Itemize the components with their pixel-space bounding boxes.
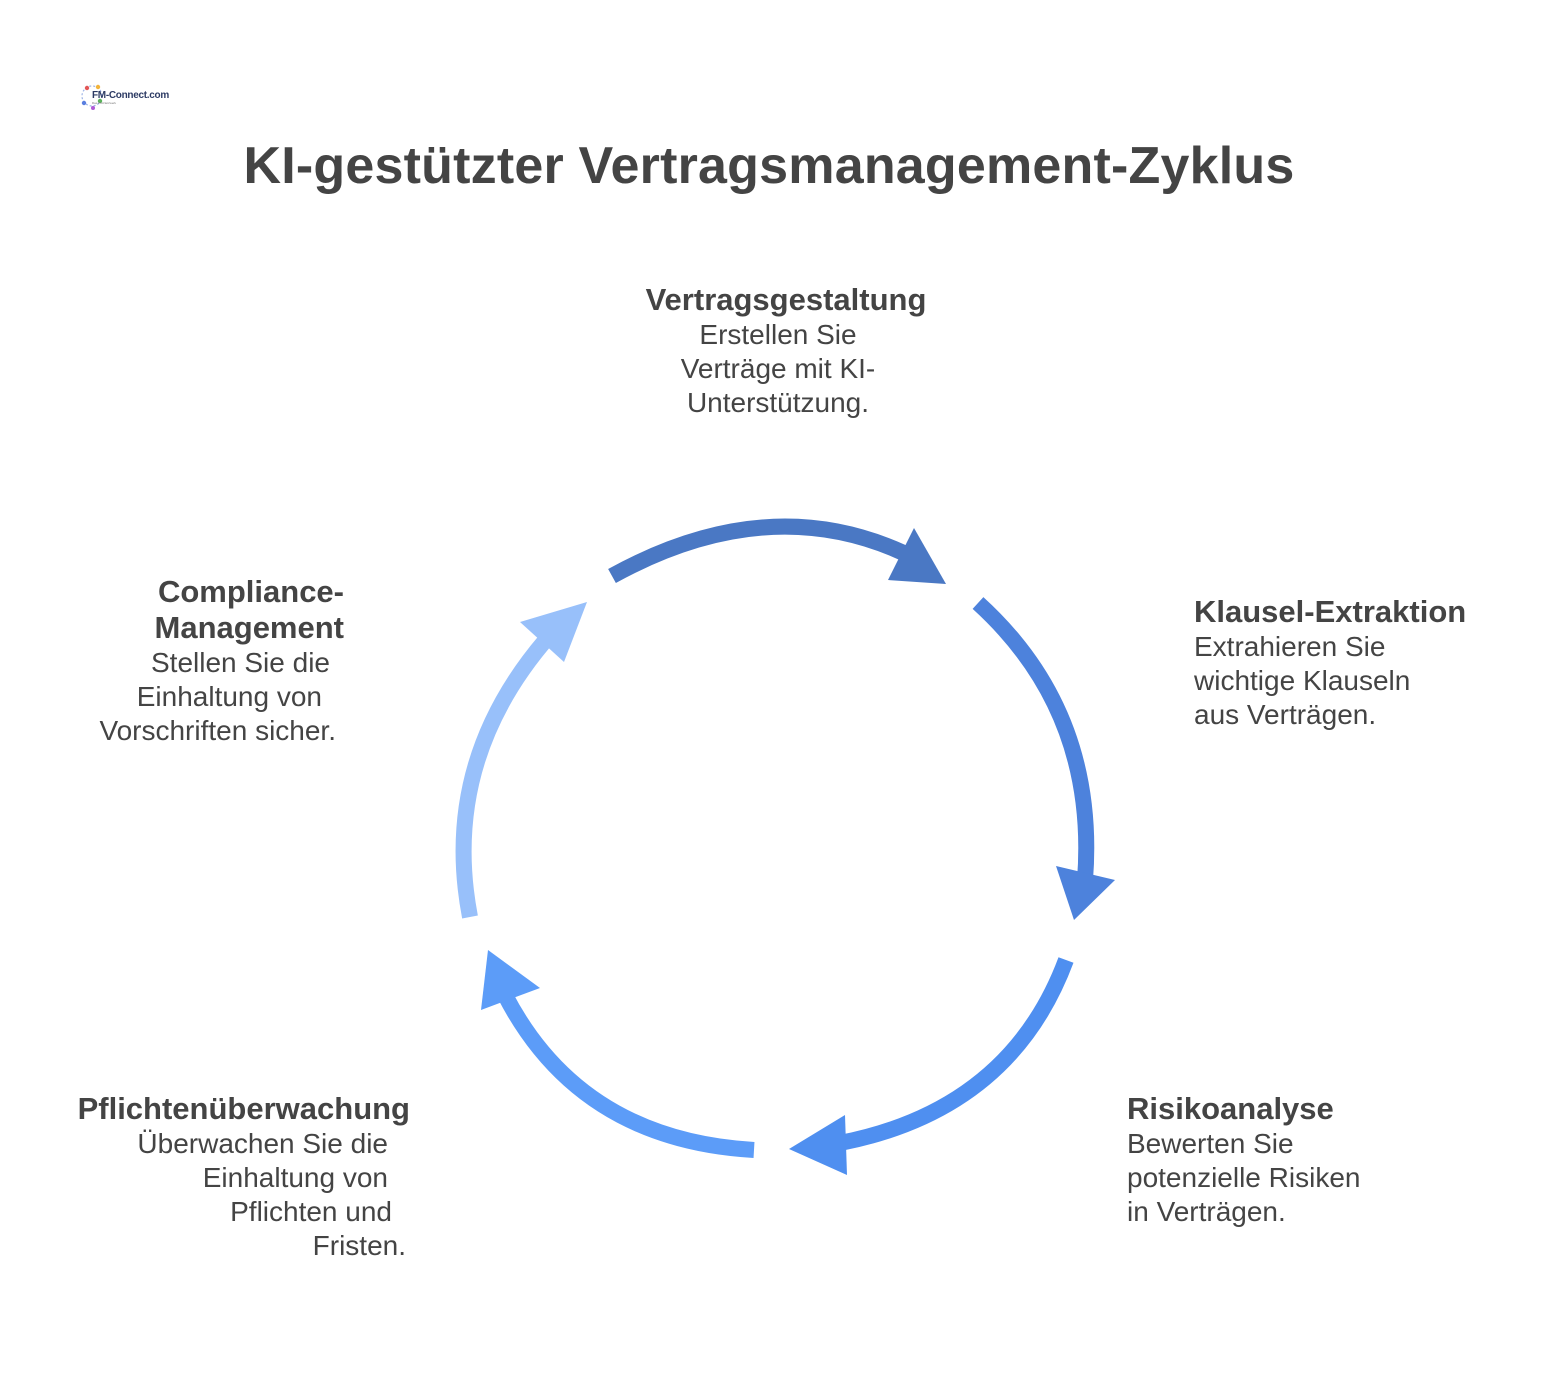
desc-line: Einhaltung von (202, 1162, 388, 1193)
desc-line: aus Verträgen. (1194, 699, 1377, 730)
step-pflichtenueberwachung: Pflichtenüberwachung Überwachen Sie die … (60, 1091, 410, 1263)
step-title: Risikoanalyse (1127, 1091, 1334, 1126)
desc-line: Extrahieren Sie (1194, 631, 1386, 662)
step-description: Überwachen Sie die Einhaltung von Pflich… (60, 1127, 410, 1263)
desc-line: Überwachen Sie die (137, 1128, 388, 1159)
logo-name: FM-Connect.com (92, 90, 169, 101)
desc-line: Stellen Sie die (150, 647, 330, 678)
desc-line: Vorschriften sicher. (99, 715, 336, 746)
step-title: Compliance- Management (44, 574, 344, 646)
step-title: Klausel-Extraktion (1194, 594, 1467, 629)
arrow-klausel-extraktion (972, 597, 1115, 920)
step-vertragsgestaltung: Vertragsgestaltung Erstellen Sie Verträg… (586, 282, 986, 420)
desc-line: Erstellen Sie (699, 319, 857, 350)
step-description: Bewerten Sie potenzielle Risiken in Vert… (1127, 1127, 1467, 1229)
arrow-vertragsgestaltung (608, 518, 946, 584)
step-risikoanalyse: Risikoanalyse Bewerten Sie potenzielle R… (1127, 1091, 1467, 1229)
desc-line: Fristen. (312, 1230, 406, 1261)
desc-line: Bewerten Sie (1127, 1128, 1294, 1159)
desc-line: wichtige Klauseln (1194, 665, 1411, 696)
logo-graphic (81, 84, 103, 110)
desc-line: potenzielle Risiken (1127, 1162, 1361, 1193)
desc-line: Einhaltung von (136, 681, 322, 712)
step-description: Erstellen Sie Verträge mit KI- Unterstüt… (570, 318, 986, 420)
arrow-pflichtenueberwachung (481, 950, 755, 1158)
fm-connect-logo: FM-Connect.com Das FM-Netzwerk (78, 76, 169, 118)
title-line: Management (154, 610, 344, 645)
step-title: Pflichtenüberwachung (77, 1091, 410, 1126)
step-compliance-management: Compliance- Management Stellen Sie die E… (44, 574, 344, 748)
step-description: Extrahieren Sie wichtige Klauseln aus Ve… (1194, 630, 1534, 732)
desc-line: Verträge mit KI- (680, 353, 876, 384)
diagram-title: KI-gestützter Vertragsmanagement-Zyklus (243, 137, 1295, 195)
arrow-risikoanalyse (789, 957, 1074, 1175)
arrow-compliance-management (455, 602, 587, 919)
desc-line: Pflichten und (230, 1196, 392, 1227)
step-title: Vertragsgestaltung (645, 282, 927, 317)
desc-line: Unterstützung. (686, 387, 870, 418)
logo-tagline: Das FM-Netzwerk (92, 101, 117, 105)
title-line: Compliance- (157, 574, 344, 609)
step-description: Stellen Sie die Einhaltung von Vorschrif… (44, 646, 344, 748)
step-klausel-extraktion: Klausel-Extraktion Extrahieren Sie wicht… (1194, 594, 1534, 732)
desc-line: in Verträgen. (1127, 1196, 1286, 1227)
